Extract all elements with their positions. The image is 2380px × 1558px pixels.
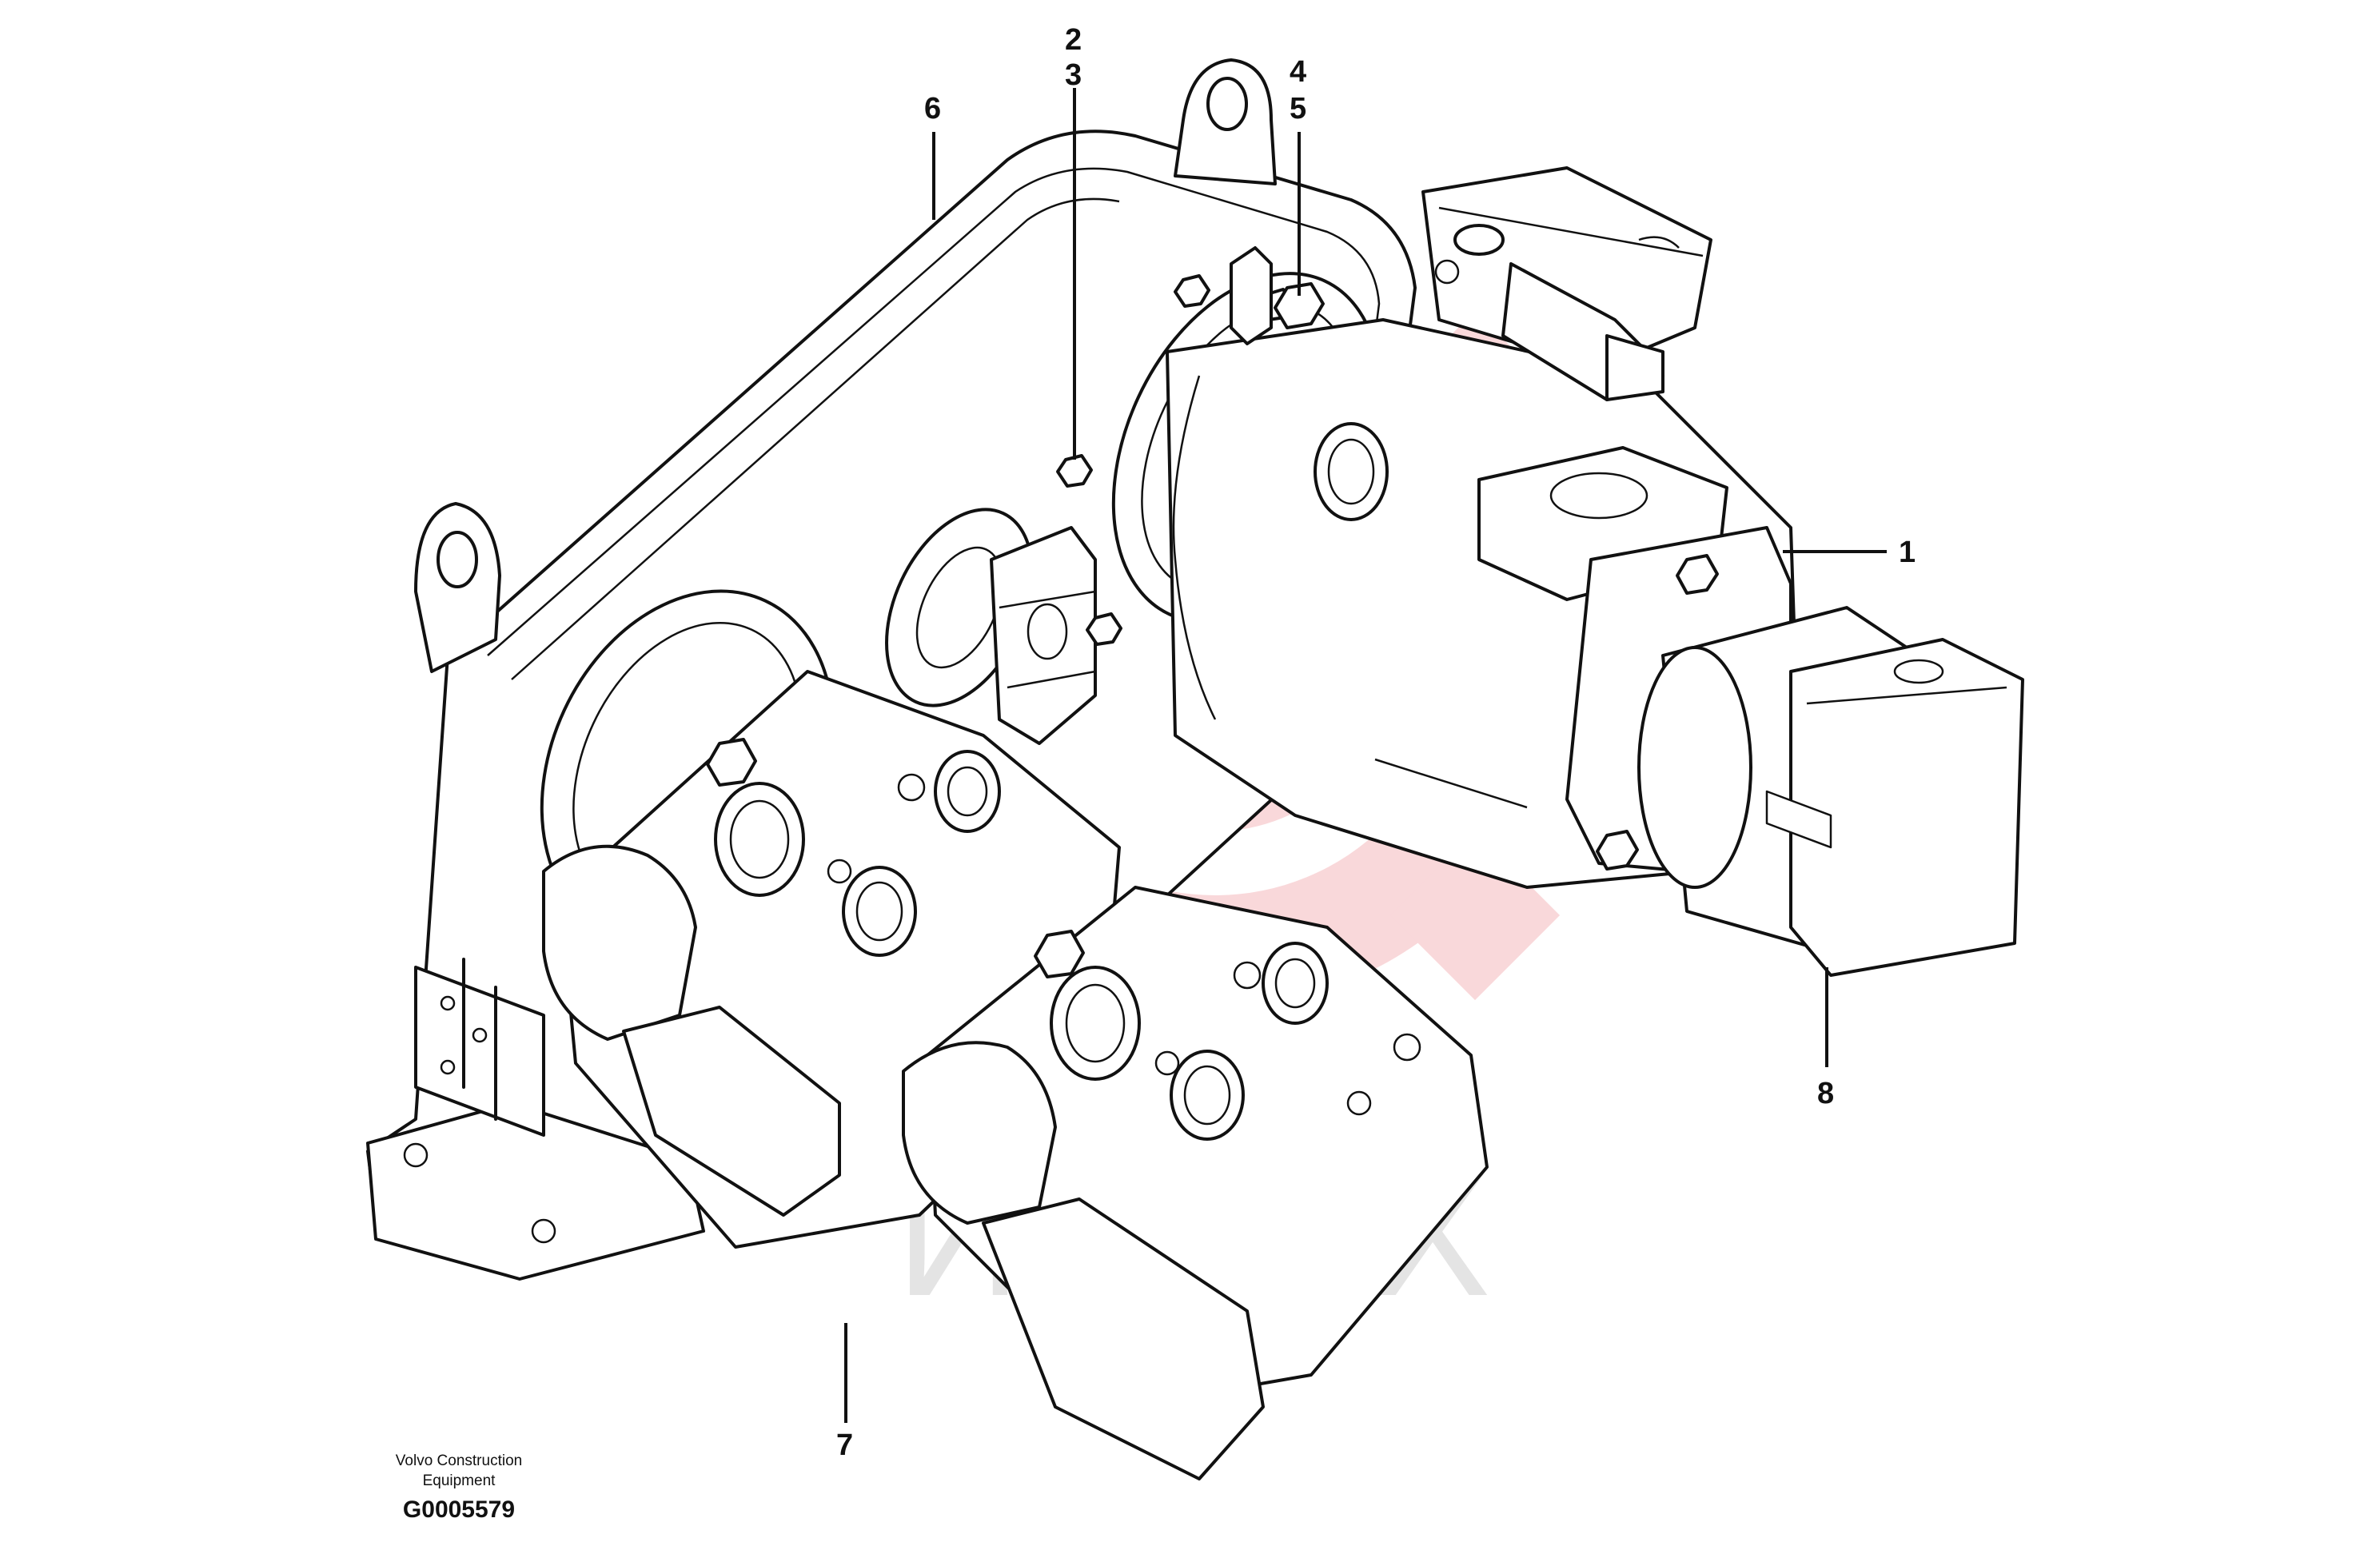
callout-7: 7 [836, 1428, 853, 1462]
callout-5: 5 [1290, 92, 1306, 126]
figure-credit: Volvo Construction Equipment G0005579 [396, 1452, 522, 1523]
callout-4: 4 [1290, 55, 1306, 89]
callout-6: 6 [924, 92, 941, 126]
figure-id: G0005579 [403, 1496, 515, 1523]
callout-8: 8 [1817, 1077, 1834, 1110]
outlet-manifold-block [1637, 606, 2024, 977]
callout-1: 1 [1899, 536, 1916, 569]
credit-line-1: Volvo Construction [396, 1452, 522, 1469]
callout-2: 2 [1065, 23, 1082, 57]
callout-leader-lines [844, 88, 1887, 1423]
credit-line-2: Equipment [423, 1472, 496, 1489]
callout-3: 3 [1065, 58, 1082, 92]
callout-labels: 1 2 3 4 5 6 7 8 [836, 23, 1916, 1462]
auxiliary-gear-pump-assembly [540, 589, 1489, 1480]
pump-control-valve-block [1230, 166, 1712, 401]
